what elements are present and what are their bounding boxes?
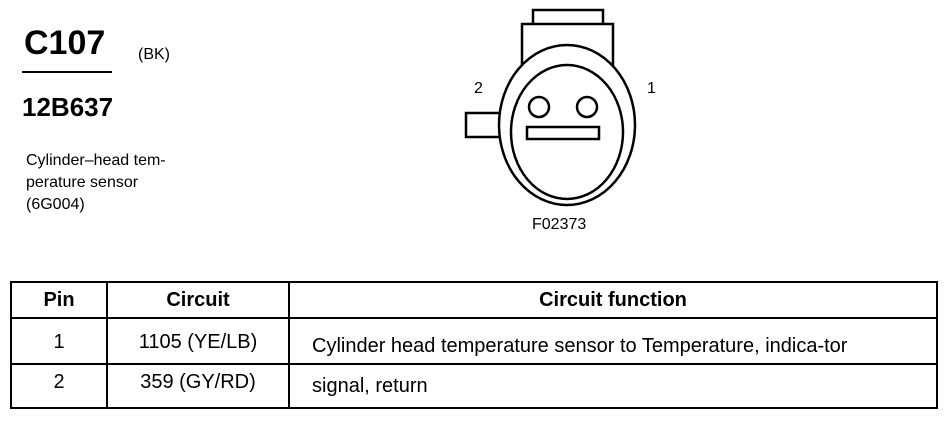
table-row: 1 1105 (YE/LB) Cylinder head temperature… (10, 317, 938, 365)
description-line-1: Cylinder–head tem- (26, 152, 166, 169)
pin-cavity-2 (527, 95, 551, 119)
cell-pin: 1 (10, 317, 108, 365)
connector-color-code: (BK) (138, 46, 170, 63)
key-tab (464, 111, 502, 139)
figure-id: F02373 (532, 216, 587, 233)
connector-id-underline (22, 71, 112, 73)
cell-circuit-function: signal, return (288, 363, 938, 409)
terminal-slot (525, 125, 601, 141)
cell-circuit: 359 (GY/RD) (106, 363, 290, 409)
part-number: 12B637 (22, 92, 114, 122)
table-row: 2 359 (GY/RD) signal, return (10, 363, 938, 409)
description-line-3: (6G004) (26, 196, 85, 213)
cell-circuit-function: Cylinder head temperature sensor to Temp… (288, 317, 938, 365)
connector-id: C107 (24, 24, 106, 62)
component-description: Cylinder–head tem- perature sensor (6G00… (26, 150, 166, 216)
pin-label-2: 2 (474, 80, 483, 97)
cell-circuit: 1105 (YE/LB) (106, 317, 290, 365)
table-header-row: Pin Circuit Circuit function (10, 281, 938, 319)
header-pin: Pin (10, 281, 108, 319)
header-circuit-function: Circuit function (288, 281, 938, 319)
connector-face-diagram: 2 1 (464, 8, 656, 207)
pin-label-1: 1 (647, 80, 656, 97)
pin-table: Pin Circuit Circuit function 1 1105 (YE/… (10, 281, 938, 409)
cell-pin: 2 (10, 363, 108, 409)
header-circuit: Circuit (106, 281, 290, 319)
pin-cavity-1 (575, 95, 599, 119)
description-line-2: perature sensor (26, 174, 139, 191)
